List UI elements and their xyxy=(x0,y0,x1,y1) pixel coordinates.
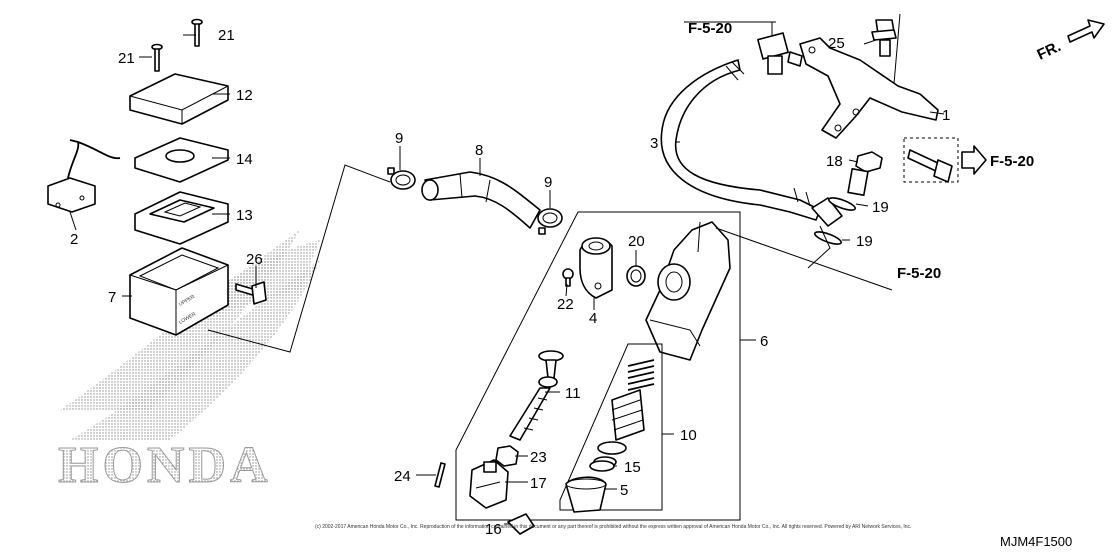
callout-7: 7 xyxy=(108,289,116,306)
leader-lines xyxy=(69,13,945,525)
assembly-box-6 xyxy=(455,211,741,521)
callout-25: 25 xyxy=(828,35,845,52)
reference-label-right: F-5-20 xyxy=(990,153,1034,170)
reference-dashed-box xyxy=(903,137,959,183)
callout-24: 24 xyxy=(394,468,411,485)
callout-20: 20 xyxy=(628,233,645,250)
callout-26: 26 xyxy=(246,251,263,268)
hose-fitting-lower xyxy=(811,197,843,227)
front-direction-label: FR. xyxy=(1035,38,1064,64)
snap-ring-15 xyxy=(589,460,615,472)
callout-21-right: 21 xyxy=(218,27,235,44)
mounting-bolt xyxy=(907,149,953,183)
master-cylinder-body-6 xyxy=(645,221,731,361)
piston-kit-10 xyxy=(593,359,655,468)
callout-23: 23 xyxy=(530,449,547,466)
reservoir-hose-8 xyxy=(421,171,541,229)
brand-watermark: HONDA xyxy=(58,437,272,494)
callout-10: 10 xyxy=(680,427,697,444)
callout-18: 18 xyxy=(826,153,843,170)
bolt-25 xyxy=(871,19,897,57)
callout-1: 1 xyxy=(942,107,950,124)
o-ring-20 xyxy=(626,265,646,287)
hose-clamp-9-upper xyxy=(387,167,416,190)
reference-arrow-right xyxy=(961,145,987,175)
bracket-1 xyxy=(799,37,939,139)
callout-12: 12 xyxy=(236,87,253,104)
boot-5 xyxy=(565,476,607,513)
callout-2: 2 xyxy=(70,231,78,248)
connection-line-reservoir xyxy=(207,164,391,353)
callout-9-lower: 9 xyxy=(544,174,552,191)
screw-21-left xyxy=(151,43,163,72)
callout-3: 3 xyxy=(650,135,658,152)
clip-16 xyxy=(507,513,535,535)
callout-13: 13 xyxy=(236,207,253,224)
hose-fitting-upper xyxy=(757,32,803,75)
callout-11: 11 xyxy=(565,385,581,402)
callout-22: 22 xyxy=(557,296,574,313)
joint-4 xyxy=(579,237,613,299)
copyright-notice: (c) 2002-2017 American Honda Motor Co., … xyxy=(315,524,911,530)
reference-label-top: F-5-20 xyxy=(688,20,732,37)
bracket-2 xyxy=(47,139,121,213)
callout-14: 14 xyxy=(236,151,253,168)
callout-4: 4 xyxy=(589,310,597,327)
callout-5: 5 xyxy=(620,482,628,499)
kit-box-10 xyxy=(559,343,663,511)
callout-16: 16 xyxy=(485,521,502,538)
reservoir-cap-12 xyxy=(129,73,229,125)
callout-6: 6 xyxy=(760,333,768,350)
diaphragm-plate-14 xyxy=(134,137,229,183)
reservoir-body-7: UPPER LOWER xyxy=(129,247,229,336)
washer-19-upper xyxy=(827,197,857,211)
brake-hose-3 xyxy=(660,59,821,221)
screw-22 xyxy=(562,268,574,287)
front-direction-arrow xyxy=(1067,19,1105,43)
callout-19-lower: 19 xyxy=(856,233,873,250)
diagram-code: MJM4F1500 xyxy=(1000,534,1072,549)
callout-labels: 1 2 3 4 5 6 7 8 9 9 10 11 12 13 14 15 16… xyxy=(70,27,950,538)
callout-21-left: 21 xyxy=(118,50,135,67)
reference-label-bottom: F-5-20 xyxy=(897,265,941,282)
callout-9-upper: 9 xyxy=(395,130,403,147)
nut-23 xyxy=(495,445,519,467)
hose-clamp-9-lower xyxy=(537,208,563,235)
callout-19-upper: 19 xyxy=(872,199,889,216)
callout-17: 17 xyxy=(530,475,547,492)
diaphragm-13 xyxy=(134,191,229,245)
clevis-17 xyxy=(469,459,509,509)
screw-21-right xyxy=(191,18,203,47)
pin-24 xyxy=(434,462,446,488)
callout-8: 8 xyxy=(475,142,483,159)
banjo-bolt-18 xyxy=(847,151,883,197)
push-rod-11 xyxy=(509,350,564,441)
callout-15: 15 xyxy=(624,459,641,476)
